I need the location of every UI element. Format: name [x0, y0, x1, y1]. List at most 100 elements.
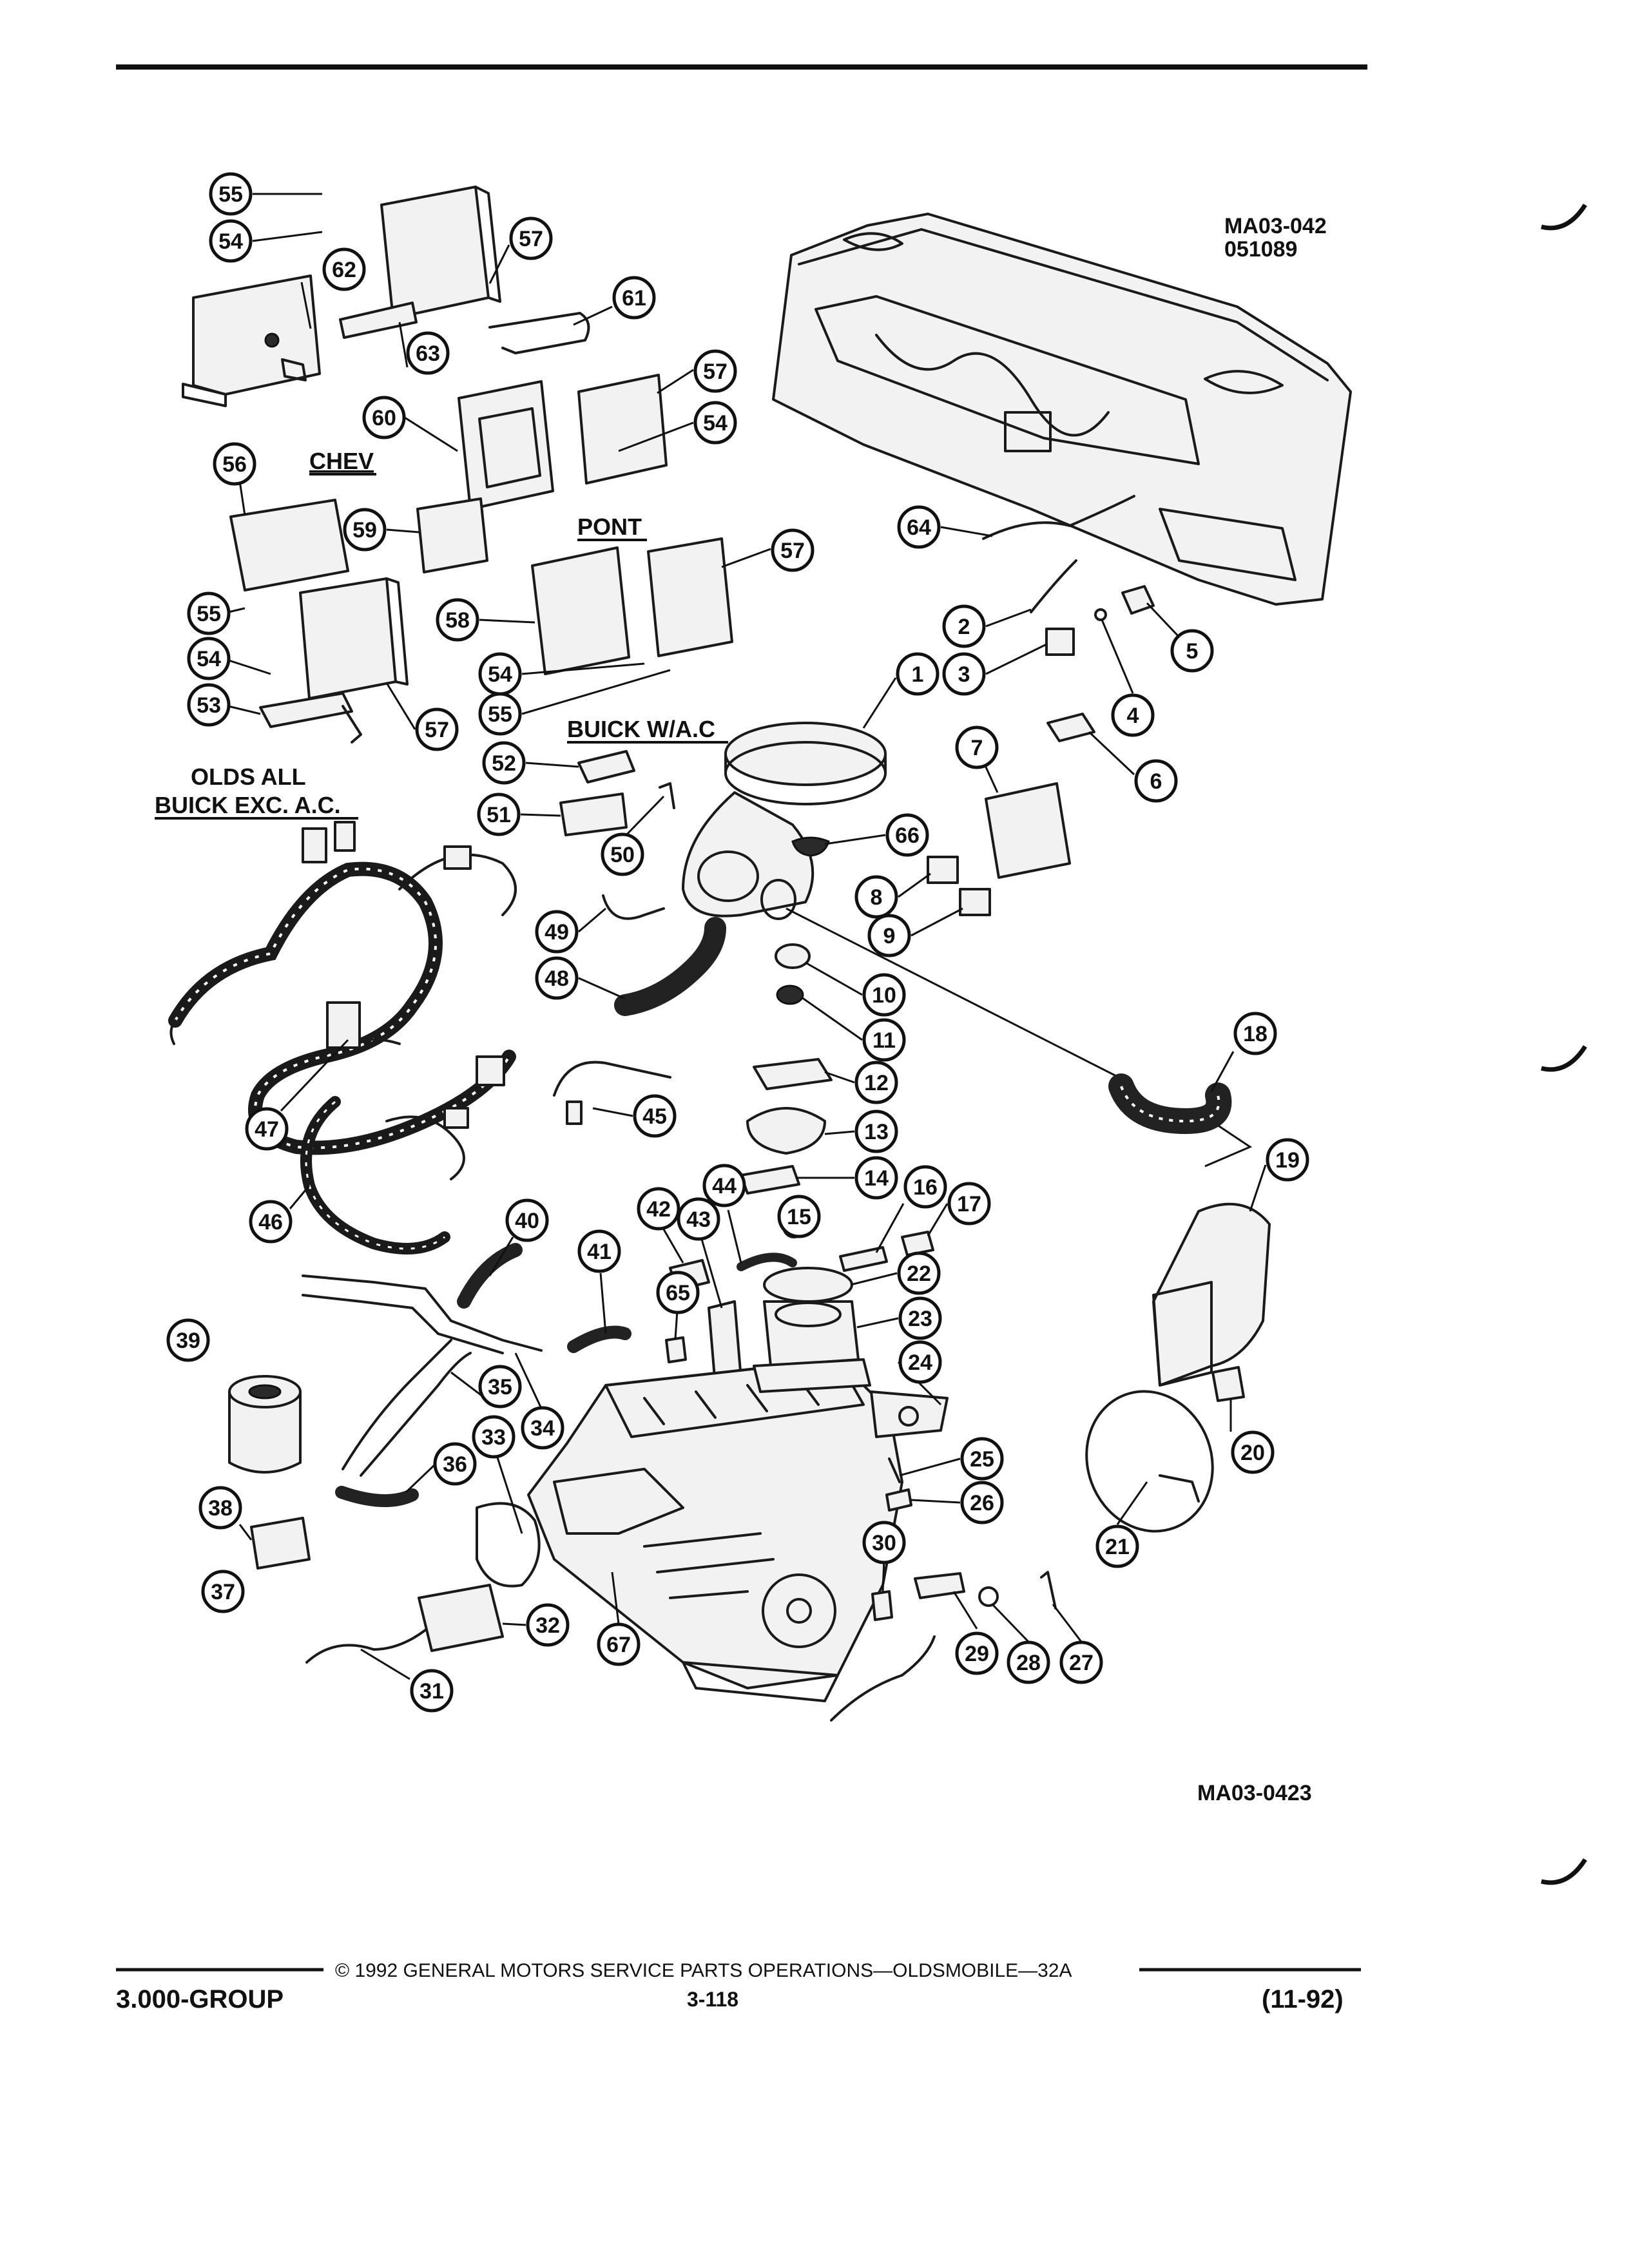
- callout-number: 65: [666, 1281, 690, 1305]
- callout-number: 34: [530, 1416, 555, 1441]
- engine-outline: [527, 1358, 903, 1689]
- callout-circle: [406, 331, 450, 375]
- callout-14: 14: [854, 1156, 898, 1200]
- callout-number: 37: [211, 1580, 235, 1604]
- bolt-25: [888, 1457, 901, 1483]
- callout-11: 11: [862, 1018, 906, 1062]
- callout-circle: [854, 1061, 898, 1104]
- wire-harness-46: [300, 1096, 469, 1254]
- callout-circle: [897, 505, 941, 549]
- ecm-module-low: [299, 577, 397, 700]
- callout-number: 24: [908, 1350, 932, 1375]
- binding-mark: [1541, 204, 1587, 231]
- tbi-bore: [775, 1302, 842, 1327]
- strap-63: [339, 302, 418, 339]
- callout-circle: [854, 1110, 898, 1153]
- clamp-21-tab: [1159, 1474, 1200, 1503]
- callout-8: 8: [854, 875, 898, 919]
- callout-29: 29: [955, 1631, 999, 1675]
- callout-circle: [612, 276, 656, 320]
- connector: [476, 1055, 505, 1086]
- callout-circle: [1266, 1138, 1309, 1182]
- gasket-12: [753, 1058, 833, 1090]
- callout-19: 19: [1266, 1138, 1309, 1182]
- callout-circle: [187, 591, 231, 635]
- callout-circle: [415, 707, 459, 751]
- callout-51: 51: [477, 793, 521, 836]
- callout-circle: [1233, 1012, 1277, 1055]
- callout-circle: [955, 726, 999, 769]
- callout-circle: [947, 1182, 991, 1225]
- callout-number: 55: [197, 602, 221, 626]
- ecm-module-pont: [647, 537, 733, 657]
- callout-number: 4: [1127, 704, 1139, 728]
- callout-number: 49: [545, 920, 569, 945]
- hose-35: [342, 1339, 452, 1470]
- callout-number: 57: [780, 539, 805, 563]
- callout-circle: [521, 1406, 564, 1450]
- callout-57: 57: [771, 528, 815, 572]
- callout-circle: [854, 875, 898, 919]
- callout-1: 1: [896, 652, 940, 696]
- callout-circle: [862, 1018, 906, 1062]
- callout-42: 42: [637, 1187, 680, 1231]
- callout-number: 28: [1016, 1651, 1041, 1675]
- callout-number: 41: [587, 1240, 612, 1264]
- air-cleaner-assembly: [602, 722, 887, 1238]
- callout-circle: [854, 1156, 898, 1200]
- callout-circle: [343, 508, 387, 552]
- module-59: [416, 497, 488, 573]
- ecm-bracket-62-foot: [182, 383, 227, 407]
- callout-number: 48: [545, 966, 569, 991]
- callout-24: 24: [898, 1340, 942, 1384]
- clip-27: [1040, 1571, 1057, 1610]
- callout-number: 36: [443, 1452, 467, 1477]
- valve-11: [776, 985, 804, 1005]
- callout-number: 27: [1069, 1651, 1094, 1675]
- callout-number: 58: [445, 608, 470, 633]
- callout-41: 41: [577, 1229, 621, 1273]
- callout-5: 5: [1170, 629, 1214, 673]
- callout-circle: [322, 247, 366, 291]
- tbi-base-24: [753, 1358, 871, 1393]
- label-olds-all: OLDS ALL: [191, 764, 306, 790]
- callout-23: 23: [898, 1296, 942, 1340]
- callout-53: 53: [187, 683, 231, 727]
- callout-circle: [693, 401, 737, 445]
- dash-lower: [1159, 508, 1296, 581]
- callout-circle: [897, 1251, 941, 1295]
- callout-number: 25: [970, 1447, 994, 1472]
- bracket-38: [250, 1517, 311, 1570]
- callout-number: 10: [872, 983, 896, 1008]
- callout-67: 67: [597, 1622, 641, 1666]
- callout-6: 6: [1134, 759, 1178, 803]
- harness-pigtail: [169, 1019, 177, 1045]
- module-low-side: [385, 577, 409, 686]
- callout-number: 23: [908, 1307, 932, 1331]
- callout-circle: [898, 1340, 942, 1384]
- callout-circle: [209, 219, 253, 263]
- callout-13: 13: [854, 1110, 898, 1153]
- callout-number: 9: [883, 924, 896, 948]
- callout-circle: [1170, 629, 1214, 673]
- connector: [326, 1001, 361, 1049]
- figure-date: 051089: [1224, 237, 1297, 262]
- wire-45-end: [566, 1100, 583, 1125]
- callout-number: 50: [610, 843, 635, 867]
- callout-36: 36: [433, 1442, 477, 1486]
- callout-number: 18: [1243, 1022, 1268, 1046]
- callout-number: 13: [864, 1120, 889, 1144]
- callout-21: 21: [1095, 1524, 1139, 1568]
- callout-4: 4: [1111, 693, 1155, 737]
- callout-circle: [677, 1197, 720, 1241]
- callout-number: 54: [703, 411, 728, 436]
- callout-circle: [1007, 1640, 1050, 1684]
- callout-43: 43: [677, 1197, 720, 1241]
- egr-valve-13: [746, 1107, 826, 1155]
- callout-54: 54: [478, 652, 522, 696]
- callout-circle: [1059, 1640, 1103, 1684]
- footer-revision: (11-92): [1262, 1985, 1344, 2013]
- wire-harness-47: [168, 821, 517, 1155]
- callout-circle: [1095, 1524, 1139, 1568]
